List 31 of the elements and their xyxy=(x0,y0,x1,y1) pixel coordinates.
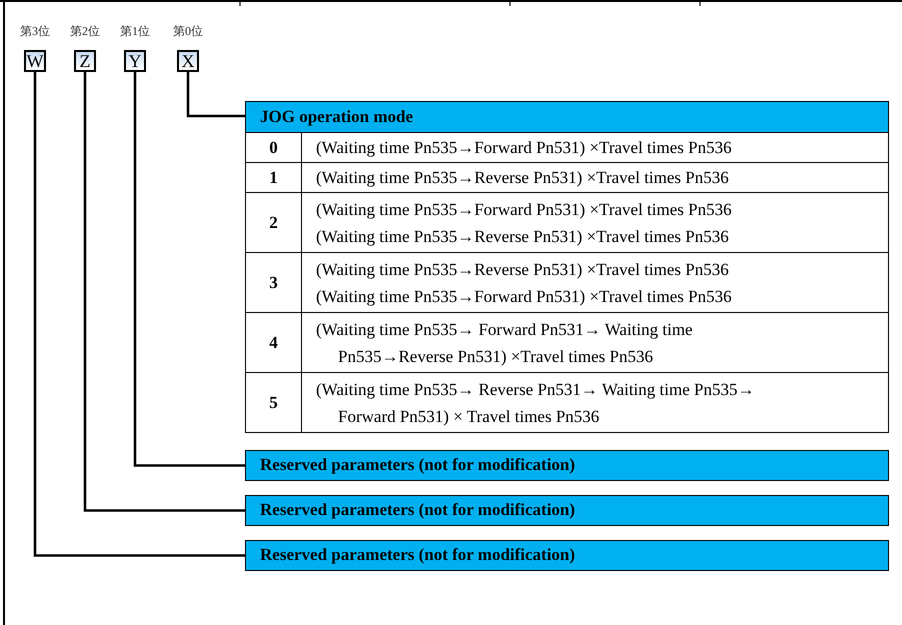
mode-description: (Waiting time Pn535→Forward Pn531) ×Travel times Pn536 xyxy=(316,198,733,221)
mode-number: 1 xyxy=(269,168,278,188)
mode-description: (Waiting time Pn535→ Reverse Pn531→ Waiting time Pn535→ Forward Pn531) × Travel times Pn536 xyxy=(316,378,756,428)
mode-number: 0 xyxy=(269,138,278,158)
mode-number: 2 xyxy=(269,212,278,232)
parameter-bar: Reserved parameters (not for modification) xyxy=(245,450,889,481)
connector-line xyxy=(84,72,245,512)
mode-table xyxy=(245,101,889,433)
mode-description: (Waiting time Pn535→Reverse Pn531) ×Travel times Pn536 xyxy=(316,167,730,189)
mode-description: (Waiting time Pn535→Reverse Pn531) ×Travel times Pn536 xyxy=(316,226,730,248)
mode-description: (Waiting time Pn535→Reverse Pn531) ×Travel times Pn536 xyxy=(316,258,730,281)
digit-box: W xyxy=(24,50,46,72)
digit-box: Z xyxy=(74,50,96,72)
connector-line xyxy=(186,72,245,118)
parameter-bar: Reserved parameters (not for modification) xyxy=(245,540,889,571)
digit-position-label: 第1位 xyxy=(120,23,150,40)
mode-number: 3 xyxy=(269,272,278,292)
digit-box: X xyxy=(177,50,199,72)
table-heading: JOG operation mode xyxy=(246,102,888,132)
digit-position-label: 第3位 xyxy=(20,23,50,40)
mode-description: (Waiting time Pn535→Forward Pn531) ×Travel times Pn536 xyxy=(316,286,733,308)
mode-description: (Waiting time Pn535→Forward Pn531) ×Travel times Pn536 xyxy=(316,137,733,159)
digit-position-label: 第2位 xyxy=(70,23,100,40)
mode-number: 4 xyxy=(269,332,278,352)
digit-box: Y xyxy=(124,50,146,72)
parameter-bar: Reserved parameters (not for modification) xyxy=(245,495,889,526)
digit-position-label: 第0位 xyxy=(173,23,203,40)
connector-line xyxy=(134,72,245,467)
connector-line xyxy=(34,72,245,557)
mode-description: (Waiting time Pn535→ Forward Pn531→ Waiting time Pn535→Reverse Pn531) ×Travel times Pn536 xyxy=(316,318,694,368)
mode-number: 5 xyxy=(269,392,278,412)
